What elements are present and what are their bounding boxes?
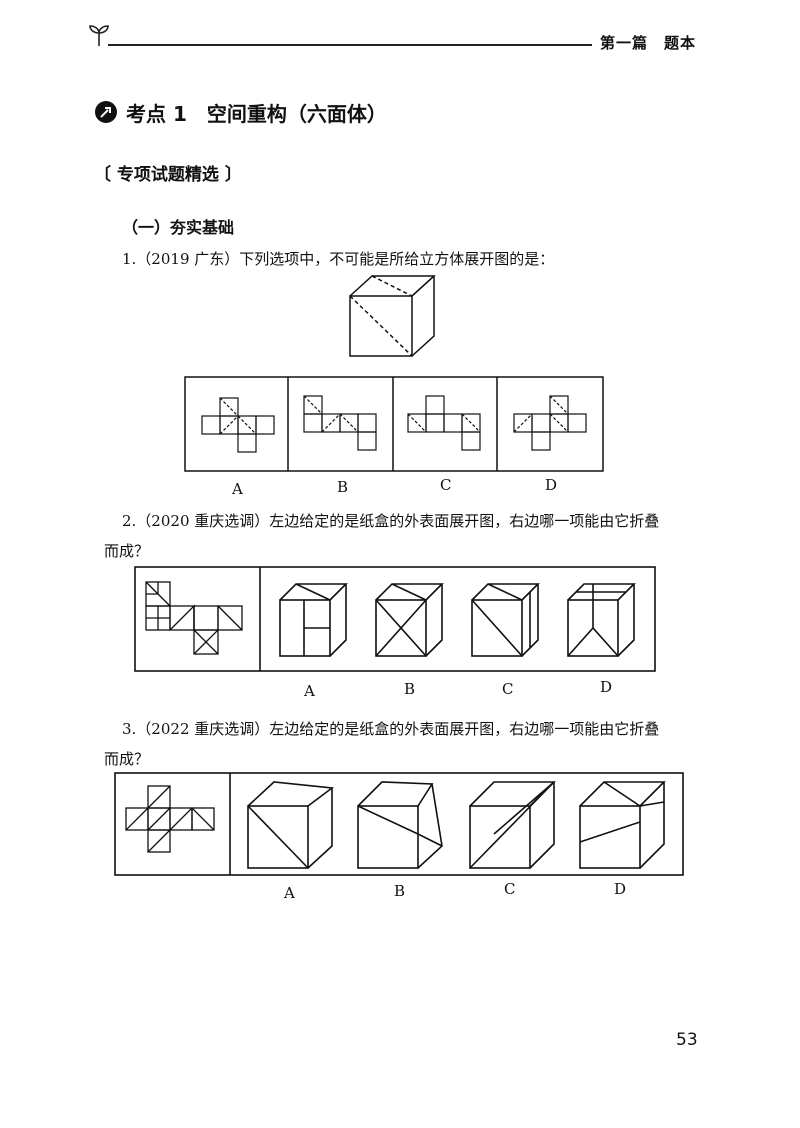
question-2-text-line1: 2.（2020 重庆选调）左边给定的是纸盒的外表面展开图，右边哪一项能由它折叠 [122,512,660,530]
q2-option-b-cube [375,583,444,657]
question-3-text-line2: 而成？ [104,750,150,768]
q2-option-c-label: C [502,680,514,698]
q3-option-a-cube [247,781,335,869]
q2-option-a-cube [279,583,348,657]
question-2-options-panel [134,566,656,672]
topic-title: 考点 1 空间重构（六面体） [126,102,387,126]
q3-option-d-cube [579,781,666,869]
q3-net-figure [125,785,215,853]
q2-net-figure [145,581,243,655]
q2-option-c-cube [471,583,540,657]
q1-option-d-label: D [545,476,558,494]
question-3-text-line1: 3.（2022 重庆选调）左边给定的是纸盒的外表面展开图，右边哪一项能由它折叠 [122,720,660,738]
q1-option-c-label: C [440,476,452,494]
option-b-net [303,395,377,451]
q3-option-b-label: B [394,882,406,900]
q1-option-b-label: B [337,478,349,496]
header-section-label: 第一篇 题本 [600,34,697,52]
q3-option-c-label: C [504,880,516,898]
q3-option-b-cube [357,781,443,869]
page-number: 53 [676,1030,698,1050]
header-rule [108,44,592,46]
option-d-net [513,395,587,451]
question-3-options-panel [114,772,684,876]
q2-option-d-label: D [600,678,613,696]
q1-option-a-label: A [232,480,243,498]
q3-option-c-cube [469,781,556,869]
q3-option-a-label: A [284,884,295,902]
subsection-title: （一）夯实基础 [122,218,235,237]
question-1-options-panel [184,376,604,472]
question-1-text: 1.（2019 广东）下列选项中，不可能是所给立方体展开图的是： [122,250,555,268]
q3-option-d-label: D [614,880,627,898]
option-a-net [201,397,275,453]
question-1-cube-figure [349,275,436,357]
option-c-net [407,395,481,451]
q2-option-a-label: A [304,682,315,700]
topic-marker-icon [95,101,117,123]
section-title: 〔 专项试题精选 〕 [94,165,242,185]
q2-option-b-label: B [404,680,416,698]
sprout-icon [89,25,109,47]
q2-option-d-cube [567,583,636,657]
question-2-text-line2: 而成？ [104,542,150,560]
